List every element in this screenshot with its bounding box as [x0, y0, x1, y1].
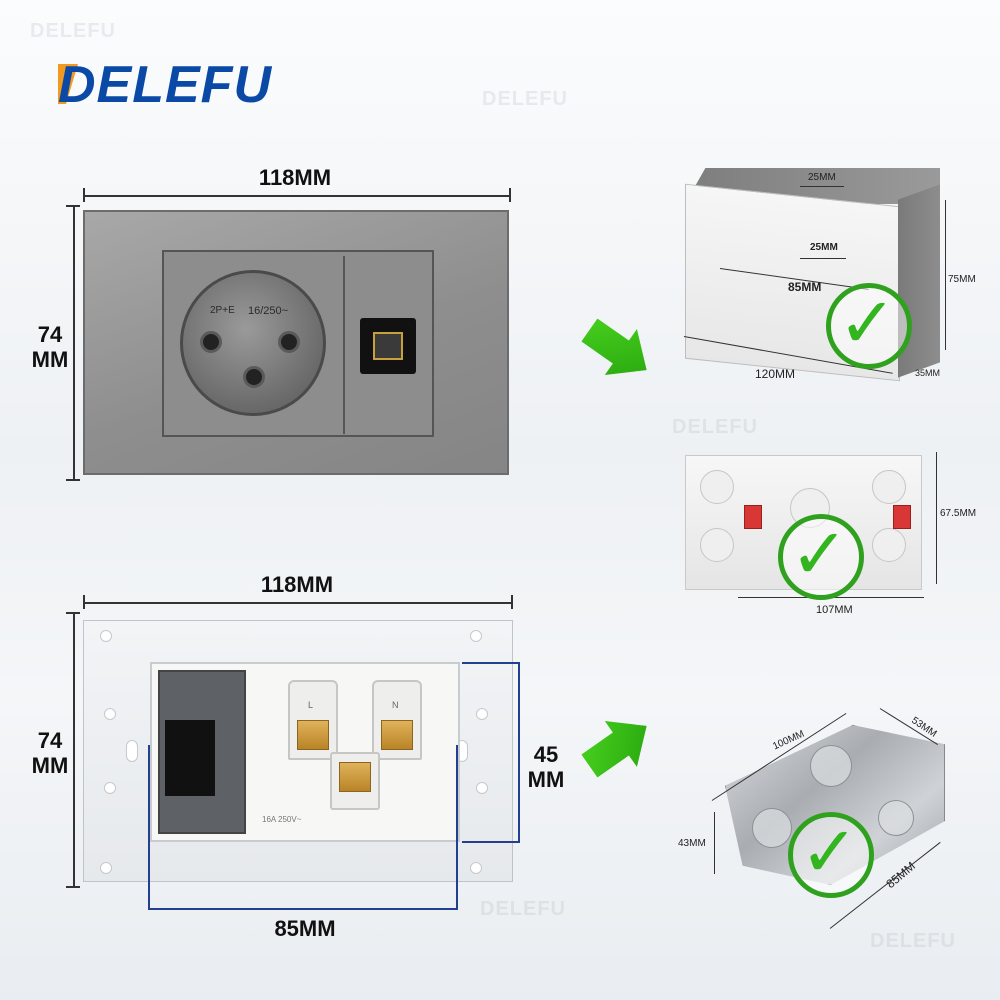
brass-terminal — [297, 720, 329, 750]
box3-inner-label: 85MM — [883, 858, 918, 892]
dimension-line — [945, 200, 946, 350]
mounting-hole — [104, 708, 116, 720]
box1-screw-span-label: 85MM — [788, 280, 822, 294]
inner-height-dimension-line — [518, 662, 520, 842]
inner-width-dimension-line — [148, 908, 458, 910]
mounting-slot — [126, 740, 138, 762]
dimension-line — [936, 452, 937, 584]
dimension-line — [462, 841, 520, 843]
watermark: DELEFU — [480, 898, 566, 920]
dimension-line — [462, 662, 520, 664]
dimension-tick — [66, 205, 80, 207]
green-check-icon — [826, 283, 912, 369]
dimension-tick — [511, 595, 513, 609]
green-arrow-icon — [573, 307, 662, 393]
mounting-hole — [476, 782, 488, 794]
frame-divider — [343, 256, 345, 434]
socket-pin — [200, 331, 222, 353]
dimension-tick — [83, 188, 85, 202]
dimension-line — [148, 745, 150, 909]
knockout — [872, 528, 906, 562]
hdmi-port-icon — [373, 332, 403, 360]
terminal-l-label: L — [308, 700, 314, 710]
box2-height-label: 67.5MM — [940, 508, 977, 519]
terminal-n-label: N — [392, 700, 399, 710]
box1-height-label: 75MM — [948, 274, 976, 285]
dimension-line — [800, 258, 846, 259]
socket-rating-prefix: 2P+E — [210, 305, 235, 316]
brand-logo: DELEFU — [58, 56, 272, 114]
dimension-tick — [509, 188, 511, 202]
dimension-line — [714, 812, 715, 874]
watermark: DELEFU — [30, 20, 116, 42]
dimension-tick — [83, 595, 85, 609]
mounting-hole — [100, 630, 112, 642]
knockout — [752, 808, 792, 848]
mounting-hole — [476, 708, 488, 720]
socket-rating: 16/250~ — [248, 305, 289, 317]
brass-terminal — [381, 720, 413, 750]
red-screw-clip — [744, 505, 762, 529]
box1-inner-width-label: 25MM — [810, 242, 838, 253]
watermark: DELEFU — [482, 88, 568, 110]
box1-depth-label: 35MM — [915, 368, 941, 378]
check-mark: ✓ — [790, 513, 849, 595]
bottom-plate-width-label: 118MM — [260, 572, 334, 597]
red-screw-clip — [893, 505, 911, 529]
knockout — [700, 470, 734, 504]
watermark: DELEFU — [672, 416, 758, 438]
bottom-inner-width-label: 85MM — [274, 916, 336, 941]
bottom-plate-height-label: 74 MM — [31, 728, 69, 779]
top-width-dimension-line — [83, 195, 511, 197]
box1-top-width-label: 25MM — [808, 172, 836, 183]
check-mark: ✓ — [838, 282, 897, 364]
box2-width-label: 107MM — [816, 604, 853, 616]
dimension-tick — [66, 886, 80, 888]
knockout — [700, 528, 734, 562]
dimension-tick — [66, 479, 80, 481]
brass-terminal — [339, 762, 371, 792]
green-check-icon — [788, 812, 874, 898]
top-height-dimension-line — [73, 205, 75, 480]
module-rating: 16A 250V~ — [262, 815, 302, 824]
socket-pin-earth — [243, 366, 265, 388]
bottom-height-dimension-line — [73, 612, 75, 887]
green-arrow-icon — [573, 703, 662, 789]
hdmi-connector — [165, 720, 215, 796]
top-plate-width-label: 118MM — [258, 165, 332, 190]
mounting-hole — [104, 782, 116, 794]
dimension-line — [456, 745, 458, 909]
mounting-hole — [470, 862, 482, 874]
bottom-inner-height-label: 45 MM — [527, 742, 565, 793]
green-check-icon — [778, 514, 864, 600]
bottom-width-dimension-line — [83, 602, 513, 604]
knockout — [878, 800, 914, 836]
box1-length-label: 120MM — [755, 367, 796, 381]
box3-height-label: 43MM — [678, 838, 706, 849]
dimension-tick — [66, 612, 80, 614]
check-mark: ✓ — [800, 811, 859, 893]
watermark: DELEFU — [870, 930, 956, 952]
dimension-line — [800, 186, 844, 187]
mounting-hole — [100, 862, 112, 874]
top-plate-height-label: 74 MM — [31, 322, 69, 373]
knockout — [810, 745, 852, 787]
socket-pin — [278, 331, 300, 353]
knockout — [872, 470, 906, 504]
mounting-hole — [470, 630, 482, 642]
